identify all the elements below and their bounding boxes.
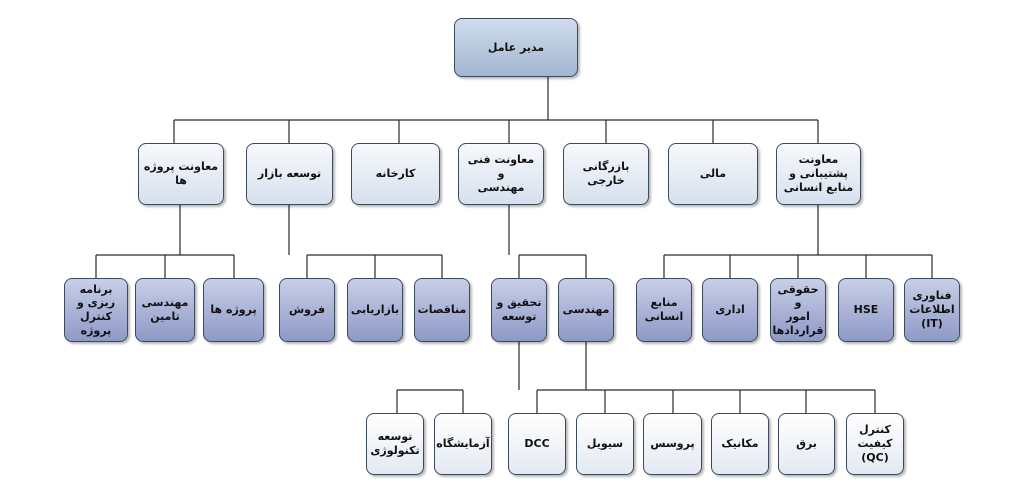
unit-process: پروسس bbox=[643, 413, 702, 475]
unit-planning-label: برنامه ریزی و کنترل پروژه bbox=[76, 282, 116, 337]
dept-finance: مالی bbox=[668, 143, 758, 205]
unit-civil-label: سیویل bbox=[586, 437, 624, 451]
unit-electrical: برق bbox=[778, 413, 835, 475]
unit-projects-label: پروژه ها bbox=[210, 303, 257, 317]
unit-rnd: تحقیق و توسعه bbox=[491, 278, 547, 342]
dept-technical-label: معاونت فنی و مهندسی bbox=[467, 153, 535, 194]
connector-rnd bbox=[396, 342, 520, 413]
dept-foreign-trade-label: بازرگانی خارجی bbox=[582, 160, 630, 187]
unit-tech-dev: توسعه تکنولوژی bbox=[366, 413, 424, 475]
unit-supply-eng-label: مهندسی تامین bbox=[141, 296, 189, 323]
unit-supply-eng: مهندسی تامین bbox=[135, 278, 195, 342]
unit-projects: پروژه ها bbox=[203, 278, 264, 342]
unit-hr-label: منابع انسانی bbox=[644, 296, 684, 323]
unit-it: فناوری اطلاعات (IT) bbox=[904, 278, 960, 342]
unit-tenders-label: مناقصات bbox=[417, 303, 467, 317]
connector-technical bbox=[508, 205, 587, 278]
unit-lab-label: آزمایشگاه bbox=[436, 437, 490, 451]
unit-hse-label: HSE bbox=[853, 303, 879, 317]
dept-technical: معاونت فنی و مهندسی bbox=[458, 143, 544, 205]
unit-electrical-label: برق bbox=[796, 437, 817, 451]
dept-factory-label: کارخانه bbox=[375, 167, 416, 181]
unit-engineering: مهندسی bbox=[558, 278, 614, 342]
unit-tech-dev-label: توسعه تکنولوژی bbox=[370, 430, 420, 457]
dept-support-hr: معاونت پشتیبانی و منابع انسانی bbox=[776, 143, 861, 205]
connector-root bbox=[173, 77, 819, 143]
unit-planning: برنامه ریزی و کنترل پروژه bbox=[64, 278, 128, 342]
unit-it-label: فناوری اطلاعات (IT) bbox=[909, 289, 955, 330]
connector-projects bbox=[95, 205, 235, 278]
dept-foreign-trade: بازرگانی خارجی bbox=[563, 143, 649, 205]
unit-admin: اداری bbox=[702, 278, 758, 342]
dept-market-dev-label: توسعه بازار bbox=[257, 167, 322, 181]
unit-legal-label: حقوقی و امور قراردادها bbox=[772, 282, 824, 337]
unit-hse: HSE bbox=[838, 278, 894, 342]
unit-admin-label: اداری bbox=[715, 303, 745, 317]
dept-projects-label: معاونت پروژه ها bbox=[143, 160, 219, 187]
dept-factory: کارخانه bbox=[351, 143, 440, 205]
unit-qc-label: کنترل کیفیت (QC) bbox=[857, 423, 893, 464]
ceo-label: مدیر عامل bbox=[487, 40, 545, 54]
unit-engineering-label: مهندسی bbox=[562, 303, 610, 317]
connector-market bbox=[288, 205, 443, 278]
unit-hr: منابع انسانی bbox=[636, 278, 692, 342]
unit-mechanical-label: مکانیک bbox=[721, 437, 759, 451]
unit-tenders: مناقصات bbox=[414, 278, 470, 342]
unit-sales-label: فروش bbox=[288, 303, 326, 317]
unit-rnd-label: تحقیق و توسعه bbox=[496, 296, 542, 323]
unit-qc: کنترل کیفیت (QC) bbox=[846, 413, 904, 475]
unit-legal: حقوقی و امور قراردادها bbox=[770, 278, 826, 342]
dept-projects: معاونت پروژه ها bbox=[138, 143, 224, 205]
dept-support-hr-label: معاونت پشتیبانی و منابع انسانی bbox=[783, 153, 854, 194]
dept-market-dev: توسعه بازار bbox=[246, 143, 333, 205]
unit-sales: فروش bbox=[279, 278, 335, 342]
dept-finance-label: مالی bbox=[699, 167, 727, 181]
unit-dcc: DCC bbox=[508, 413, 566, 475]
connector-support bbox=[663, 205, 933, 278]
unit-civil: سیویل bbox=[576, 413, 634, 475]
unit-process-label: پروسس bbox=[650, 437, 695, 451]
connector-engineering bbox=[536, 342, 876, 413]
unit-dcc-label: DCC bbox=[524, 437, 550, 451]
ceo-box: مدیر عامل bbox=[454, 18, 578, 77]
unit-marketing-label: بازاریابی bbox=[350, 303, 400, 317]
unit-mechanical: مکانیک bbox=[711, 413, 769, 475]
unit-marketing: بازاریابی bbox=[347, 278, 403, 342]
unit-lab: آزمایشگاه bbox=[434, 413, 492, 475]
